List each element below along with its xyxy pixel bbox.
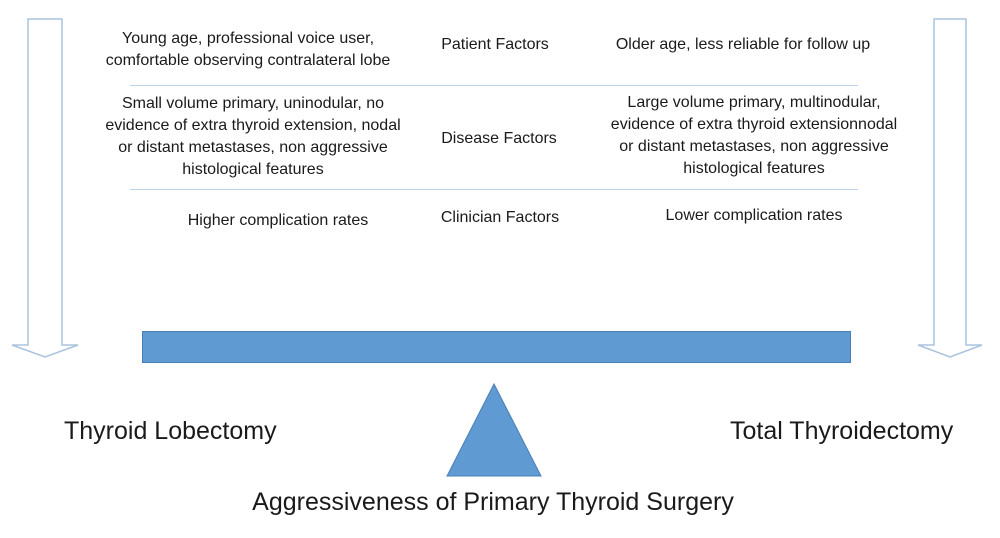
fulcrum-triangle-icon: [446, 383, 542, 477]
patient-factors-label: Patient Factors: [441, 36, 549, 53]
divider-2: [130, 189, 858, 190]
disease-left-text: Small volume primary, uninodular, no evi…: [105, 95, 401, 178]
right-down-arrow-icon: [917, 18, 983, 358]
left-down-arrow-icon: [11, 18, 79, 358]
total-thyroidectomy-label: Total Thyroidectomy: [730, 417, 954, 445]
balance-beam: [142, 331, 851, 363]
patient-right-text: Older age, less reliable for follow up: [615, 36, 871, 53]
patient-left-text: Young age, professional voice user, comf…: [105, 30, 391, 69]
disease-right-text: Large volume primary, multinodular, evid…: [610, 94, 898, 177]
thyroid-lobectomy-label: Thyroid Lobectomy: [64, 417, 277, 445]
divider-1: [130, 85, 858, 86]
right-arrow-shape: [917, 18, 983, 358]
disease-factors-label: Disease Factors: [441, 130, 557, 147]
left-arrow-shape: [11, 18, 79, 358]
scale-title: Aggressiveness of Primary Thyroid Surger…: [252, 488, 734, 516]
clinician-left-text: Higher complication rates: [187, 212, 369, 229]
clinician-right-text: Lower complication rates: [665, 207, 843, 224]
clinician-factors-label: Clinician Factors: [440, 209, 560, 226]
